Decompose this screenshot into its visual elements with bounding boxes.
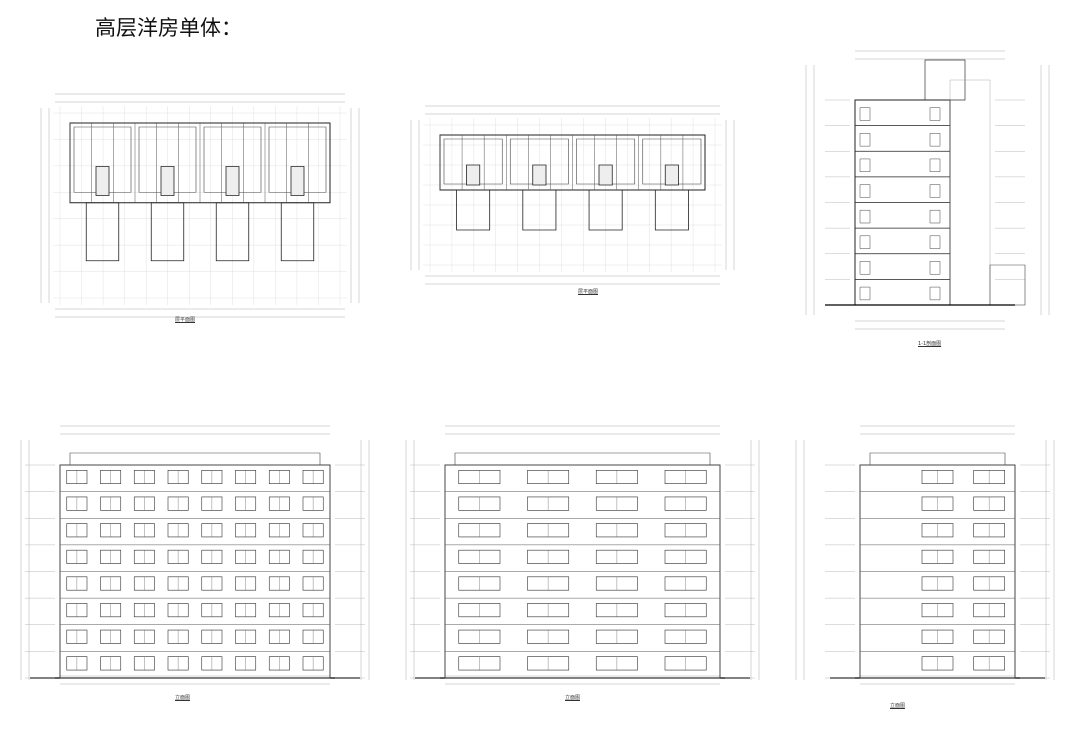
section-drawing	[800, 45, 1055, 335]
back-elevation-caption: 立面图	[565, 695, 581, 701]
rect	[523, 190, 556, 230]
rect	[599, 165, 612, 185]
rect	[930, 185, 940, 198]
rect	[533, 165, 546, 185]
front-elevation-caption: 立面图	[175, 695, 191, 701]
rect	[990, 265, 1025, 305]
rect	[860, 261, 870, 274]
rect	[860, 133, 870, 146]
rect	[151, 203, 184, 261]
rect	[950, 80, 990, 305]
rect	[457, 190, 490, 230]
floor-plan-2	[405, 100, 740, 290]
rect	[86, 203, 119, 261]
rect	[930, 133, 940, 146]
floor-plan-1	[35, 88, 365, 323]
rect	[860, 185, 870, 198]
rect	[96, 167, 109, 196]
back-elevation	[400, 420, 765, 690]
rect	[930, 159, 940, 172]
rect	[930, 236, 940, 249]
rect	[860, 159, 870, 172]
rect	[70, 453, 320, 465]
rect	[860, 287, 870, 300]
rect	[281, 203, 314, 261]
rect	[291, 167, 304, 196]
rect	[870, 453, 1005, 465]
rect	[665, 165, 678, 185]
side-elevation	[790, 420, 1060, 690]
rect	[455, 453, 710, 465]
rect	[655, 190, 688, 230]
page-title: 高层洋房单体：	[95, 16, 242, 40]
rect	[161, 167, 174, 196]
rect	[226, 167, 239, 196]
floor-plan-1-caption: 层平面图	[175, 317, 196, 323]
rect	[860, 236, 870, 249]
rect	[860, 108, 870, 121]
front-elevation	[15, 420, 375, 690]
rect	[860, 210, 870, 223]
rect	[216, 203, 249, 261]
rect	[930, 108, 940, 121]
rect	[467, 165, 480, 185]
rect	[930, 287, 940, 300]
rect	[930, 210, 940, 223]
rect	[589, 190, 622, 230]
side-elevation-caption: 立面图	[890, 703, 906, 709]
section-caption: 1-1剖面图	[918, 341, 942, 347]
floor-plan-2-caption: 层平面图	[578, 289, 599, 295]
rect	[930, 261, 940, 274]
